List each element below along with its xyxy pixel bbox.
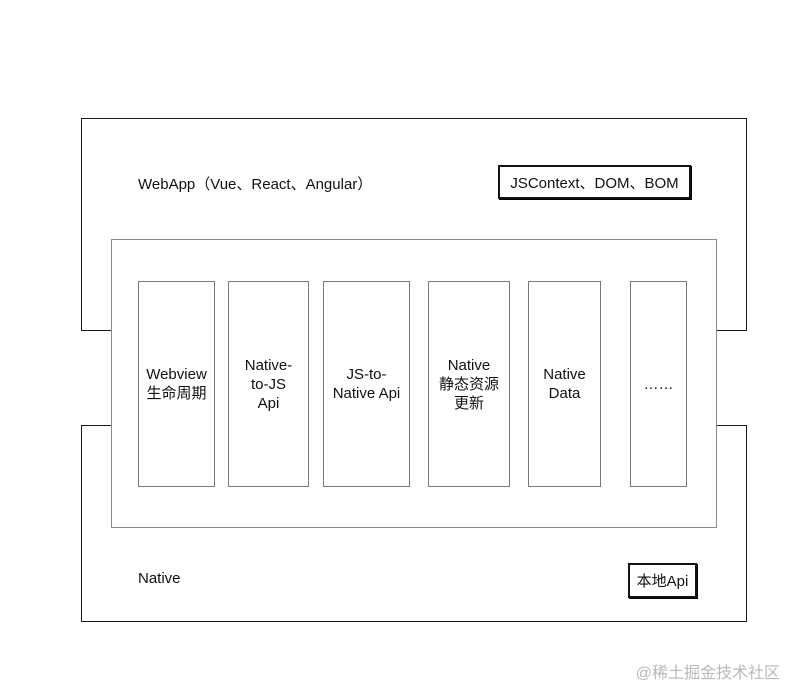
- native-frame-left: [81, 425, 82, 622]
- more-items-box: ……: [630, 281, 687, 487]
- native-frame-bottom: [81, 621, 747, 622]
- native-frame-notch-right: [717, 425, 747, 426]
- webview-lifecycle-label: Webview 生命周期: [146, 366, 207, 402]
- watermark: @稀土掘金技术社区: [635, 665, 780, 682]
- jscontext-dom-bom-tag: JSContext、DOM、BOM: [498, 165, 691, 199]
- native-to-js-api-label: Native- to-JS Api: [244, 356, 293, 412]
- native-label: Native: [138, 570, 181, 587]
- native-to-js-api-box: Native- to-JS Api: [228, 281, 309, 487]
- webapp-frame-left: [81, 118, 82, 331]
- webapp-frame-right: [746, 118, 747, 331]
- webapp-frame-notch-right: [717, 330, 747, 331]
- webapp-frame-notch-left: [81, 330, 111, 331]
- js-to-native-api-box: JS-to- Native Api: [323, 281, 410, 487]
- webapp-frame-top: [81, 118, 747, 119]
- webview-lifecycle-box: Webview 生命周期: [138, 281, 215, 487]
- native-frame-right: [746, 425, 747, 622]
- native-data-box: Native Data: [528, 281, 601, 487]
- native-data-label: Native Data: [543, 366, 586, 402]
- native-static-resource-update-label: Native 静态资源 更新: [438, 356, 499, 412]
- more-items-label: ……: [643, 375, 674, 393]
- js-to-native-api-label: JS-to- Native Api: [332, 366, 401, 402]
- native-frame-notch-left: [81, 425, 111, 426]
- local-api-tag: 本地Api: [628, 563, 697, 598]
- webapp-label: WebApp（Vue、React、Angular）: [138, 176, 373, 193]
- native-static-resource-update-box: Native 静态资源 更新: [428, 281, 510, 487]
